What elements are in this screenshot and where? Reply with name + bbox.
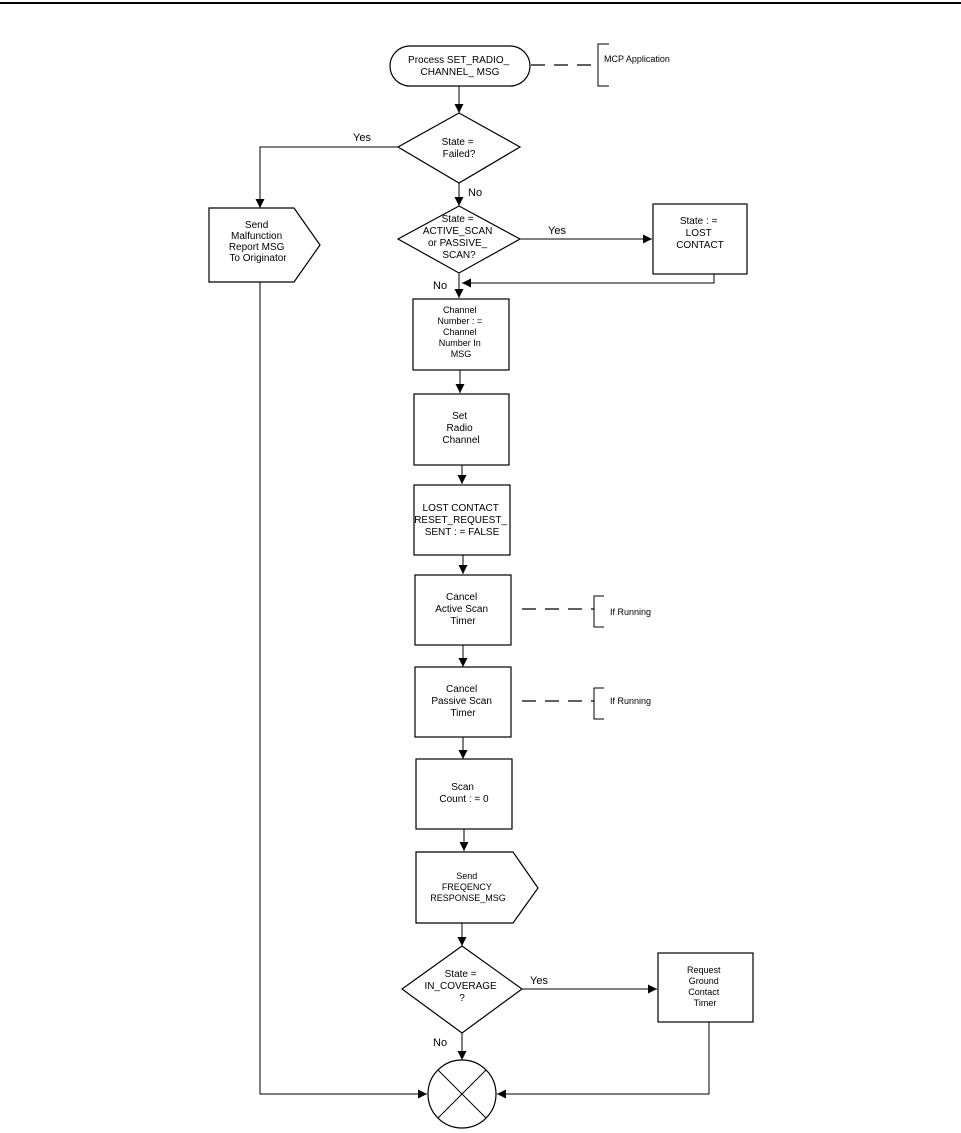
edge-failed-yes [255, 146, 398, 208]
decision-coverage-shape [400, 945, 524, 1034]
lost-contact-label: State : = LOST CONTACT [676, 216, 724, 251]
reset-request-label: LOST CONTACT RESET_REQUEST_ SENT : = FAL… [414, 503, 510, 538]
request-ground-label: Request Ground Contact Timer [687, 965, 723, 1008]
note-passive-label: If Running [610, 696, 651, 706]
cancel-active-label: Cancel Active Scan Timer [435, 592, 491, 627]
decision-failed-shape [396, 112, 522, 184]
mcp-note-label: MCP Application [604, 54, 670, 64]
decision-failed-label: State = Failed? [442, 137, 477, 160]
start-label: Process SET_RADIO_ CHANNEL_ MSG [408, 55, 512, 78]
decision-scan-label: State = ACTIVE_SCAN or PASSIVE_ SCAN? [423, 214, 495, 261]
cancel-passive-box [414, 666, 512, 738]
connectors [255, 64, 715, 1099]
edge-lost-contact-return [462, 274, 715, 288]
edge-labels: Yes No Yes No Yes No [353, 132, 566, 1049]
edge-label-failed-yes: Yes [353, 132, 371, 144]
send-malfunction-shape [208, 207, 321, 283]
request-ground-box [657, 952, 754, 1023]
edge-label-coverage-no: No [433, 1037, 447, 1049]
edge-label-coverage-yes: Yes [530, 975, 548, 987]
send-malfunction-label: Send Malfunction Report MSG To Originato… [229, 220, 287, 264]
note-passive-bracket [593, 687, 604, 720]
channel-number-box [412, 298, 510, 371]
end-cross-b [437, 1069, 487, 1119]
shapes [208, 43, 754, 1129]
set-radio-box [413, 393, 510, 466]
start-terminator [389, 45, 531, 87]
edge-label-scan-yes: Yes [548, 225, 566, 237]
edge-label-scan-no: No [433, 280, 447, 292]
scan-count-box [415, 758, 513, 830]
reset-request-box [413, 484, 511, 556]
cancel-active-box [414, 574, 512, 646]
scan-count-label: Scan Count : = 0 [439, 782, 489, 805]
send-frequency-label: Send FREQENCY RESPONSE_MSG [430, 871, 506, 903]
edge-request-to-end [497, 1022, 710, 1099]
note-active-bracket [593, 595, 604, 628]
send-frequency-shape [415, 851, 539, 924]
labels: Process SET_RADIO_ CHANNEL_ MSG MCP Appl… [229, 54, 724, 1008]
edge-label-failed-no: No [468, 187, 482, 199]
note-active-label: If Running [610, 607, 651, 617]
mcp-note-bracket [597, 43, 609, 87]
set-radio-label: Set Radio Channel [442, 411, 479, 446]
decision-scan-shape [396, 205, 522, 274]
cancel-passive-label: Cancel Passive Scan Timer [431, 684, 494, 719]
decision-coverage-label: State = IN_COVERAGE ? [424, 969, 499, 1004]
channel-number-label: Channel Number : = Channel Number In MSG [437, 305, 484, 359]
edge-malfunction-to-end [259, 282, 427, 1099]
lost-contact-box [652, 203, 748, 275]
